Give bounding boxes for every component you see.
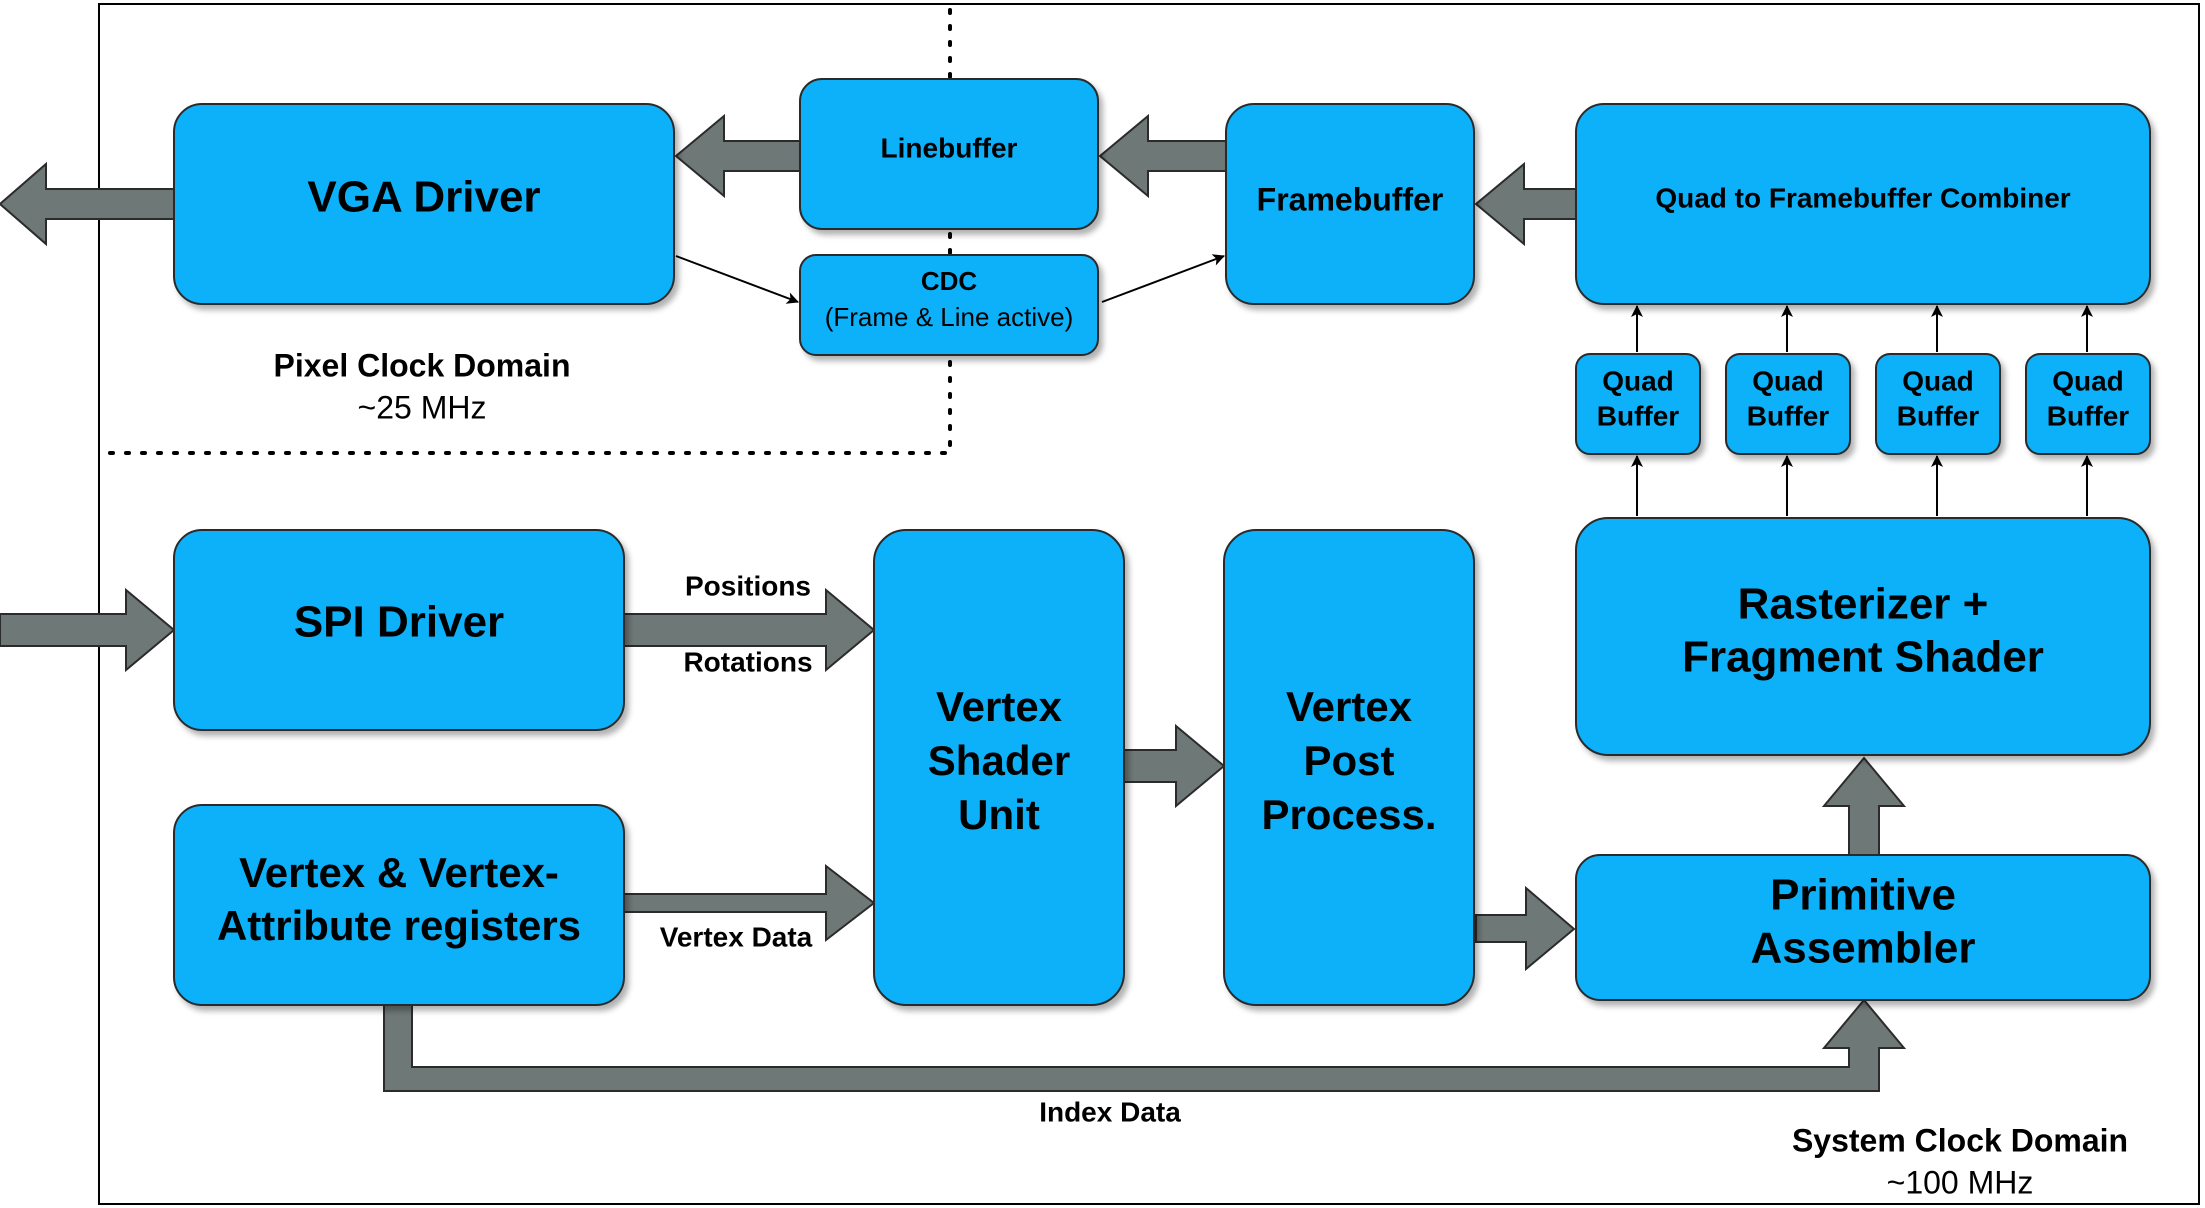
vertex-shader-block: Vertex Shader Unit (873, 529, 1125, 1006)
vertex-shader-line-1: Vertex (936, 683, 1063, 730)
quad-buffer-4-line-1: Quad (2052, 365, 2124, 396)
linebuffer-to-vga-arrow (674, 113, 801, 199)
spi-driver-label: SPI Driver (294, 598, 504, 647)
vertex-shader-to-post-arrow (1123, 723, 1226, 809)
quad-buffer-4: Quad Buffer (2025, 353, 2151, 455)
quad-buffer-1: Quad Buffer (1575, 353, 1701, 455)
linebuffer-block: Linebuffer (799, 78, 1099, 230)
quad-buffer-3-line-1: Quad (1902, 365, 1974, 396)
framebuffer-to-linebuffer-arrow (1098, 113, 1227, 199)
quad-buffer-2-line-2: Buffer (1747, 400, 1830, 431)
pixel-domain-name: Pixel Clock Domain (274, 347, 571, 383)
registers-to-vertex-shader-arrow (623, 863, 876, 943)
spi-to-vertex-shader-arrow (623, 587, 876, 673)
vertex-post-line-2: Post (1303, 737, 1394, 784)
spi-driver-block: SPI Driver (173, 529, 625, 731)
rasterizer-line-2: Fragment Shader (1682, 633, 2044, 682)
vertex-post-line-3: Process. (1261, 791, 1436, 838)
vertex-registers-block: Vertex & Vertex- Attribute registers (173, 804, 625, 1006)
rasterizer-line-1: Rasterizer + (1738, 580, 1989, 629)
vga-driver-block: VGA Driver (173, 103, 675, 305)
vga-to-cdc-arrow (675, 255, 799, 304)
quad-combiner-block: Quad to Framebuffer Combiner (1575, 103, 2151, 305)
quad-buffer-1-line-2: Buffer (1597, 400, 1680, 431)
system-domain-freq: ~100 MHz (1887, 1164, 2034, 1200)
vertex-post-line-1: Vertex (1286, 683, 1413, 730)
positions-label: Positions (685, 570, 811, 601)
vga-output-arrow (0, 161, 175, 247)
quad-buffer-3-line-2: Buffer (1897, 400, 1980, 431)
vertex-post-process-block: Vertex Post Process. (1223, 529, 1475, 1006)
framebuffer-block: Framebuffer (1225, 103, 1475, 305)
primitive-assembler-block: Primitive Assembler (1575, 854, 2151, 1001)
quad-buffer-3: Quad Buffer (1875, 353, 2001, 455)
cdc-subtitle: (Frame & Line active) (825, 302, 1074, 332)
post-to-primitive-assembler-arrow (1475, 885, 1576, 972)
quad-buffer-2: Quad Buffer (1725, 353, 1851, 455)
primitive-assembler-line-2: Assembler (1750, 924, 1975, 973)
quad-buffer-1-line-1: Quad (1602, 365, 1674, 396)
cdc-title: CDC (921, 266, 978, 296)
quad-buffer-4-line-2: Buffer (2047, 400, 2130, 431)
cdc-block: CDC (Frame & Line active) (799, 254, 1099, 356)
linebuffer-label: Linebuffer (881, 132, 1018, 163)
spi-input-arrow (0, 587, 176, 673)
rasterizer-block: Rasterizer + Fragment Shader (1575, 517, 2151, 756)
index-data-label: Index Data (1039, 1096, 1181, 1127)
system-boundary (98, 3, 2200, 1205)
framebuffer-label: Framebuffer (1257, 181, 1444, 217)
primitive-assembler-to-rasterizer-arrow (1821, 756, 1907, 856)
quad-combiner-label: Quad to Framebuffer Combiner (1655, 182, 2070, 213)
combiner-to-framebuffer-arrow (1474, 161, 1577, 247)
index-data-arrow (383, 998, 1907, 1092)
vertex-shader-line-3: Unit (958, 791, 1040, 838)
pixel-domain-freq: ~25 MHz (358, 389, 487, 425)
vertex-shader-line-2: Shader (928, 737, 1070, 784)
cdc-to-framebuffer-arrow (1101, 254, 1225, 303)
quad-buffer-2-line-1: Quad (1752, 365, 1824, 396)
vertex-registers-line-1: Vertex & Vertex- (239, 849, 559, 896)
vga-driver-label: VGA Driver (307, 173, 540, 222)
vertex-registers-line-2: Attribute registers (217, 902, 581, 949)
system-domain-name: System Clock Domain (1792, 1122, 2128, 1158)
rotations-label: Rotations (683, 646, 812, 677)
vertex-data-label: Vertex Data (660, 921, 813, 952)
primitive-assembler-line-1: Primitive (1770, 871, 1956, 920)
